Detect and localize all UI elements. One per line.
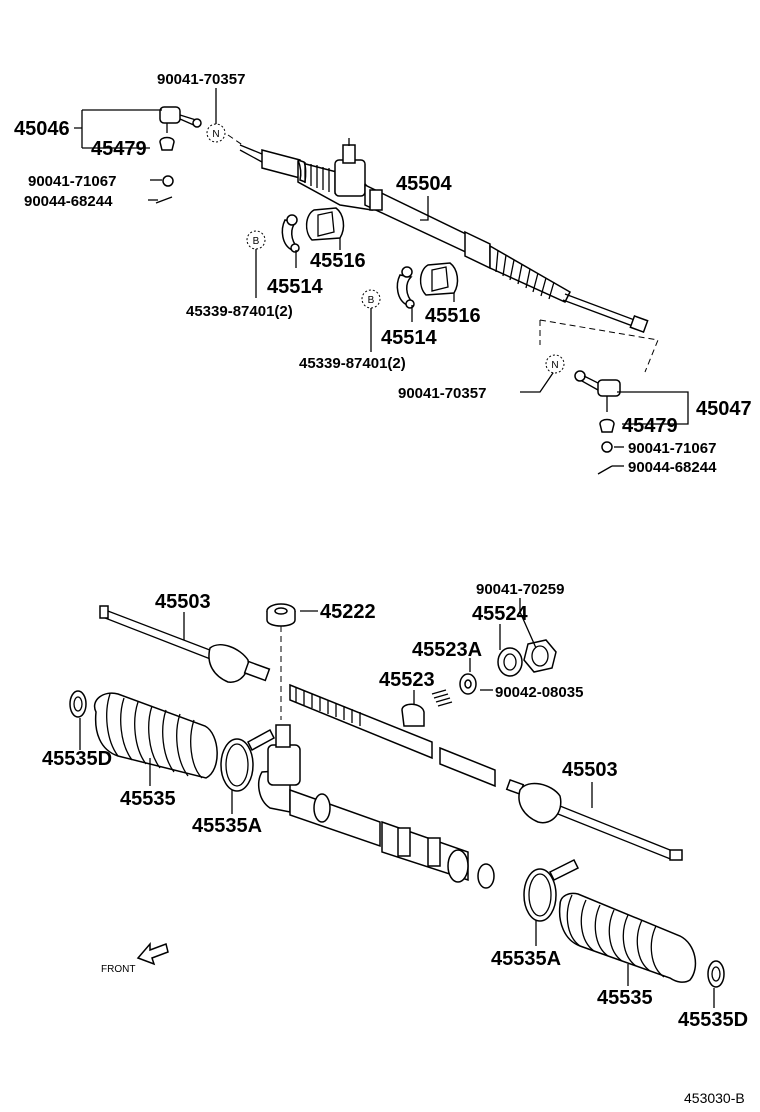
callout-b-1: B xyxy=(246,230,266,250)
label-45516-a: 45516 xyxy=(310,250,366,272)
inner-tie-rod-left xyxy=(99,605,271,683)
label-45504: 45504 xyxy=(396,173,452,195)
callout-n-right: N xyxy=(545,354,565,374)
label-45535A-left: 45535A xyxy=(192,815,262,837)
label-90041-71067-right: 90041-71067 xyxy=(628,440,716,457)
callout-b-2: B xyxy=(361,289,381,309)
label-45535D-right: 45535D xyxy=(678,1009,748,1031)
svg-text:B: B xyxy=(368,295,375,306)
rack-boot-left xyxy=(69,690,218,779)
boot-clamp-left xyxy=(220,728,275,792)
svg-text:N: N xyxy=(551,360,558,371)
rack-bushing-set-2 xyxy=(396,262,459,309)
label-45516-b: 45516 xyxy=(425,305,481,327)
adjust-screw-45524 xyxy=(497,647,523,677)
label-45503-left: 45503 xyxy=(155,591,211,613)
lock-nut-90041-70259 xyxy=(523,639,557,673)
label-45503-right: 45503 xyxy=(562,759,618,781)
spring-45523A xyxy=(431,689,453,707)
label-45046: 45046 xyxy=(14,118,70,140)
lower-rack-assembly xyxy=(69,598,725,1008)
label-90041-70357-top: 90041-70357 xyxy=(157,71,245,88)
callout-n-top: N xyxy=(206,123,226,143)
label-front: FRONT xyxy=(101,964,135,975)
label-90044-68244-left: 90044-68244 xyxy=(24,193,113,210)
label-45222: 45222 xyxy=(320,601,376,623)
label-45523A: 45523A xyxy=(412,639,482,661)
tie-rod-end-left xyxy=(159,106,202,151)
label-90041-70357-right: 90041-70357 xyxy=(398,385,486,402)
svg-text:B: B xyxy=(253,236,260,247)
label-90044-68244-right: 90044-68244 xyxy=(628,459,717,476)
rack-boot-right xyxy=(558,892,725,988)
rack-bushing-set-1 xyxy=(281,207,345,253)
svg-text:N: N xyxy=(212,129,219,140)
label-45535-left: 45535 xyxy=(120,788,176,810)
label-90041-71067-left: 90041-71067 xyxy=(28,173,116,190)
upper-rack-assembly xyxy=(74,88,689,475)
label-45535-right: 45535 xyxy=(597,987,653,1009)
label-45514-a: 45514 xyxy=(267,276,323,298)
tie-rod-end-right xyxy=(574,370,621,475)
inner-tie-rod-right xyxy=(505,778,683,861)
front-arrow-icon xyxy=(136,941,169,966)
label-45479-right: 45479 xyxy=(622,415,678,437)
label-45535D-left: 45535D xyxy=(42,748,112,770)
figure-code: 453030-B xyxy=(684,1090,745,1106)
label-90042-08035: 90042-08035 xyxy=(495,684,583,701)
label-45339-87401-a: 45339-87401(2) xyxy=(186,303,293,320)
label-45535A-right: 45535A xyxy=(491,948,561,970)
bushing-45222 xyxy=(266,603,296,627)
label-45514-b: 45514 xyxy=(381,327,437,349)
label-45524: 45524 xyxy=(472,603,528,625)
label-90041-70259: 90041-70259 xyxy=(476,581,564,598)
boot-clamp-right xyxy=(523,858,580,922)
label-45339-87401-b: 45339-87401(2) xyxy=(299,355,406,372)
label-45479-left: 45479 xyxy=(91,138,147,160)
label-45047: 45047 xyxy=(696,398,752,420)
rack-housing xyxy=(257,724,495,889)
label-45523: 45523 xyxy=(379,669,435,691)
